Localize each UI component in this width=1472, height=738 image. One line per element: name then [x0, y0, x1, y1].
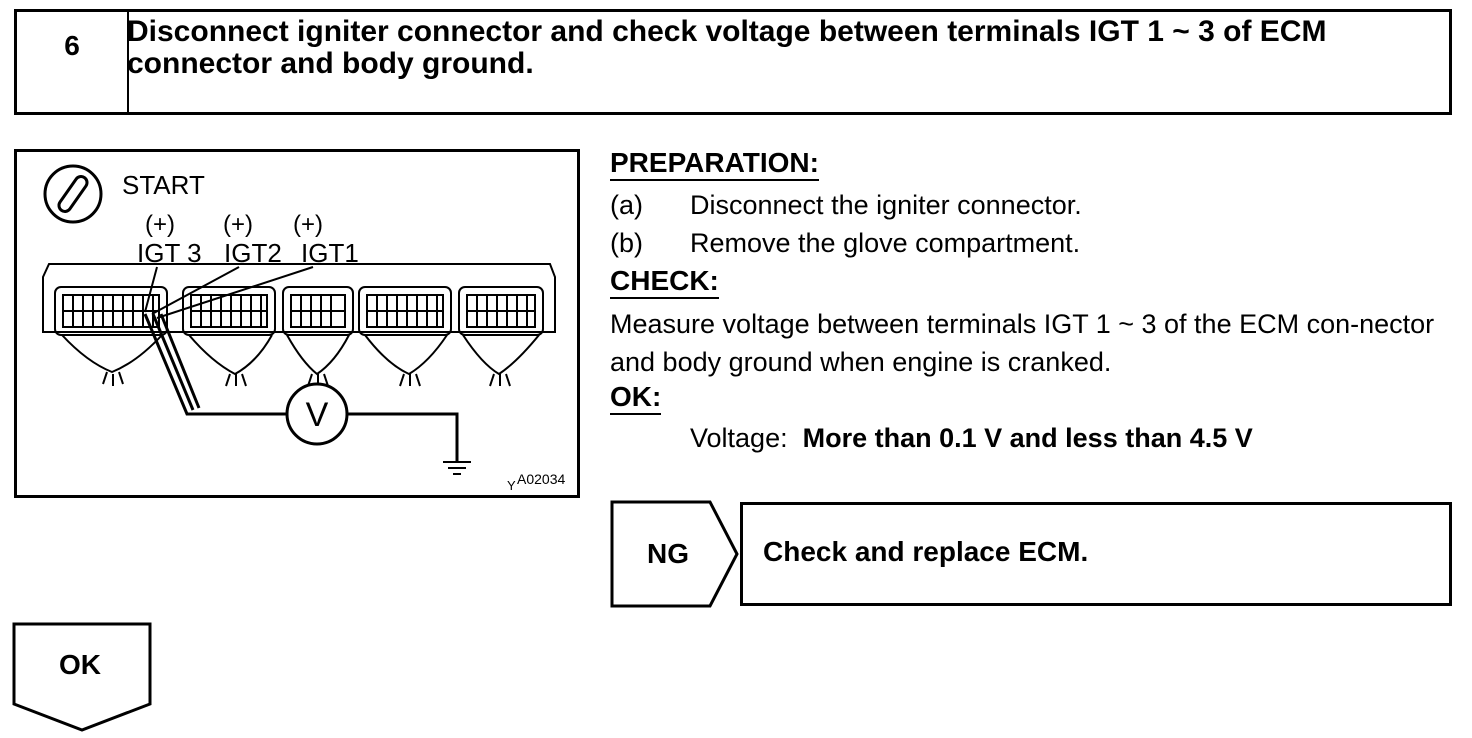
check-heading: CHECK: — [610, 266, 719, 299]
ok-section: OK: — [610, 382, 662, 415]
step-header: 6 — [14, 9, 1452, 115]
ecm-connector-block — [42, 263, 556, 387]
preparation-item-a: (a) Disconnect the igniter connector. — [610, 190, 1082, 220]
voltmeter-icon: V — [285, 382, 349, 446]
step-title: Disconnect igniter connector and check v… — [127, 15, 1327, 80]
ok-heading: OK: — [610, 382, 662, 415]
voltmeter-label: V — [306, 396, 329, 434]
ng-arrow-box: NG — [610, 500, 739, 608]
plus-label-igt3: (+) — [145, 211, 175, 238]
step-number: 6 — [17, 12, 129, 112]
item-text: Disconnect the igniter connector. — [690, 190, 1082, 220]
ng-action-box — [740, 502, 1452, 606]
item-label: (b) — [610, 228, 643, 258]
ng-action-text: Check and replace ECM. — [763, 536, 1089, 567]
item-label: (a) — [610, 190, 643, 220]
ignition-switch-icon — [43, 164, 103, 224]
ecm-connector-diagram: START (+) (+) (+) IGT 3 IGT2 IGT1 — [42, 164, 565, 493]
plus-label-igt2: (+) — [223, 211, 253, 238]
terminal-leader-lines — [144, 266, 314, 319]
check-section: CHECK: — [610, 266, 719, 299]
wiring-figure: START (+) (+) (+) IGT 3 IGT2 IGT1 — [14, 149, 580, 498]
preparation-section: PREPARATION: — [610, 148, 819, 181]
spec-label: Voltage: — [690, 423, 788, 453]
figure-code: A02034 — [517, 471, 565, 487]
ok-arrow-box: OK — [12, 622, 152, 732]
probe-wires — [143, 313, 459, 462]
item-text: Remove the glove compartment. — [690, 228, 1081, 258]
ng-label: NG — [647, 538, 689, 569]
spec-value: More than 0.1 V and less than 4.5 V — [802, 423, 1253, 453]
check-text: Measure voltage between terminals IGT 1 … — [610, 309, 1435, 377]
ignition-label: START — [122, 170, 205, 200]
ok-spec: Voltage: More than 0.1 V and less than 4… — [690, 421, 1253, 455]
ok-label: OK — [59, 649, 101, 680]
preparation-heading: PREPARATION: — [610, 148, 819, 181]
ground-icon — [443, 461, 471, 475]
preparation-item-b: (b) Remove the glove compartment. — [610, 228, 1080, 258]
figure-prefix: Y — [507, 478, 516, 493]
plus-label-igt1: (+) — [293, 211, 323, 238]
